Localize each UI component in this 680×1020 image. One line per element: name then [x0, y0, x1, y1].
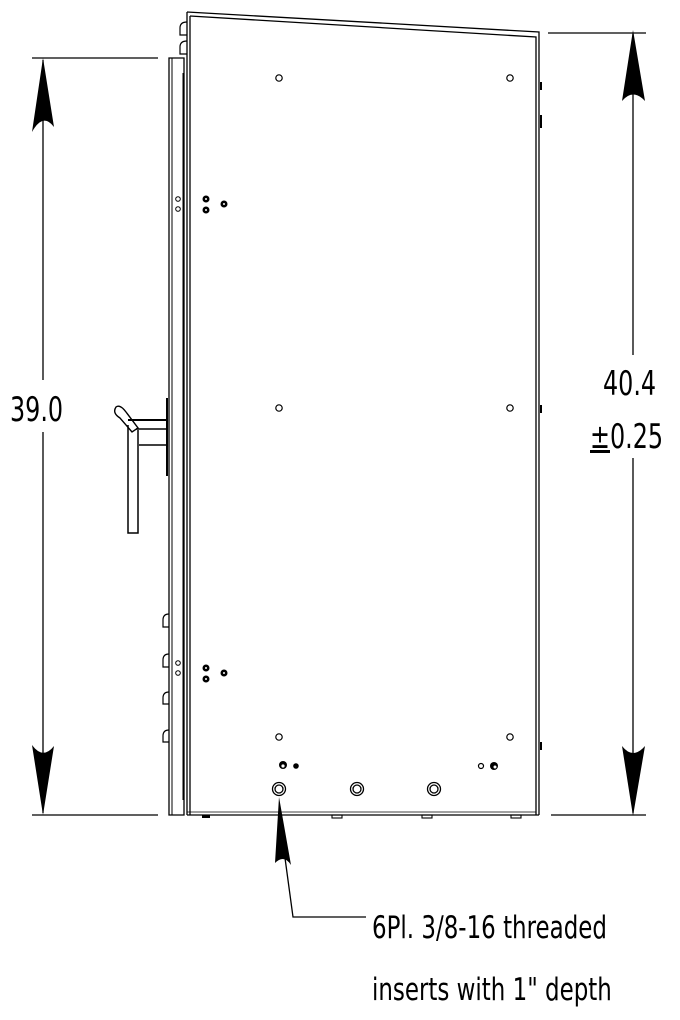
hinge: [162, 653, 170, 668]
cabinet-body: [186, 11, 542, 816]
callout-leader: [275, 797, 366, 918]
callout-line-2: inserts with 1" depth: [372, 972, 612, 1008]
latch-fasteners: [202, 195, 498, 770]
hinge: [179, 40, 188, 55]
right-dimension: [548, 30, 646, 816]
callout-line-1: 6Pl. 3/8-16 threaded: [372, 910, 607, 946]
arrow-up-icon: [32, 58, 54, 132]
arrow-up-icon: [622, 30, 645, 101]
left-dimension: [32, 57, 158, 816]
left-dimension-value: 39.0: [10, 390, 64, 430]
handle-icon: [113, 398, 168, 534]
arrow-down-icon: [622, 746, 645, 816]
plus-minus-symbol: ±: [590, 417, 610, 457]
door-frame: [162, 21, 188, 816]
hinge: [162, 613, 170, 628]
mounting-holes: [275, 74, 514, 741]
arrow-down-icon: [32, 745, 54, 815]
tolerance-value: 0.25: [609, 417, 664, 457]
hinge: [179, 21, 188, 36]
threaded-inserts: [271, 781, 442, 797]
right-dimension-tolerance: ±0.25: [590, 417, 664, 457]
feet: [202, 814, 522, 819]
hinge: [162, 729, 170, 743]
right-dimension-value: 40.4: [603, 364, 657, 404]
hinge: [162, 691, 170, 705]
